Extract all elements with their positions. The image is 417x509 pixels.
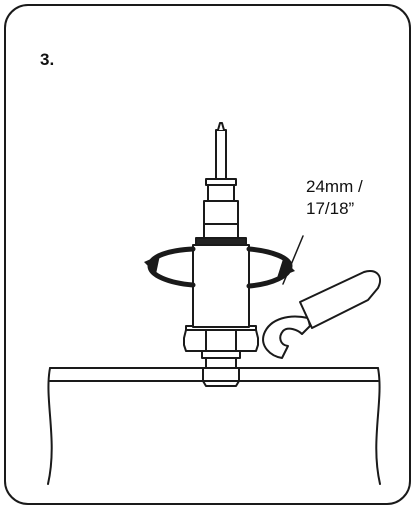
wrench-size-imperial: 17/18” [306, 199, 355, 218]
hex-nut [183, 325, 259, 359]
weld-boss [202, 357, 240, 387]
sensor-body [192, 122, 250, 328]
callout-leader-line [282, 235, 304, 285]
wrench-size-metric: 24mm / [306, 177, 363, 196]
wrench-size-callout: 24mm / 17/18” [306, 176, 363, 220]
wrench-icon [262, 270, 382, 359]
step-number: 3. [40, 50, 55, 69]
